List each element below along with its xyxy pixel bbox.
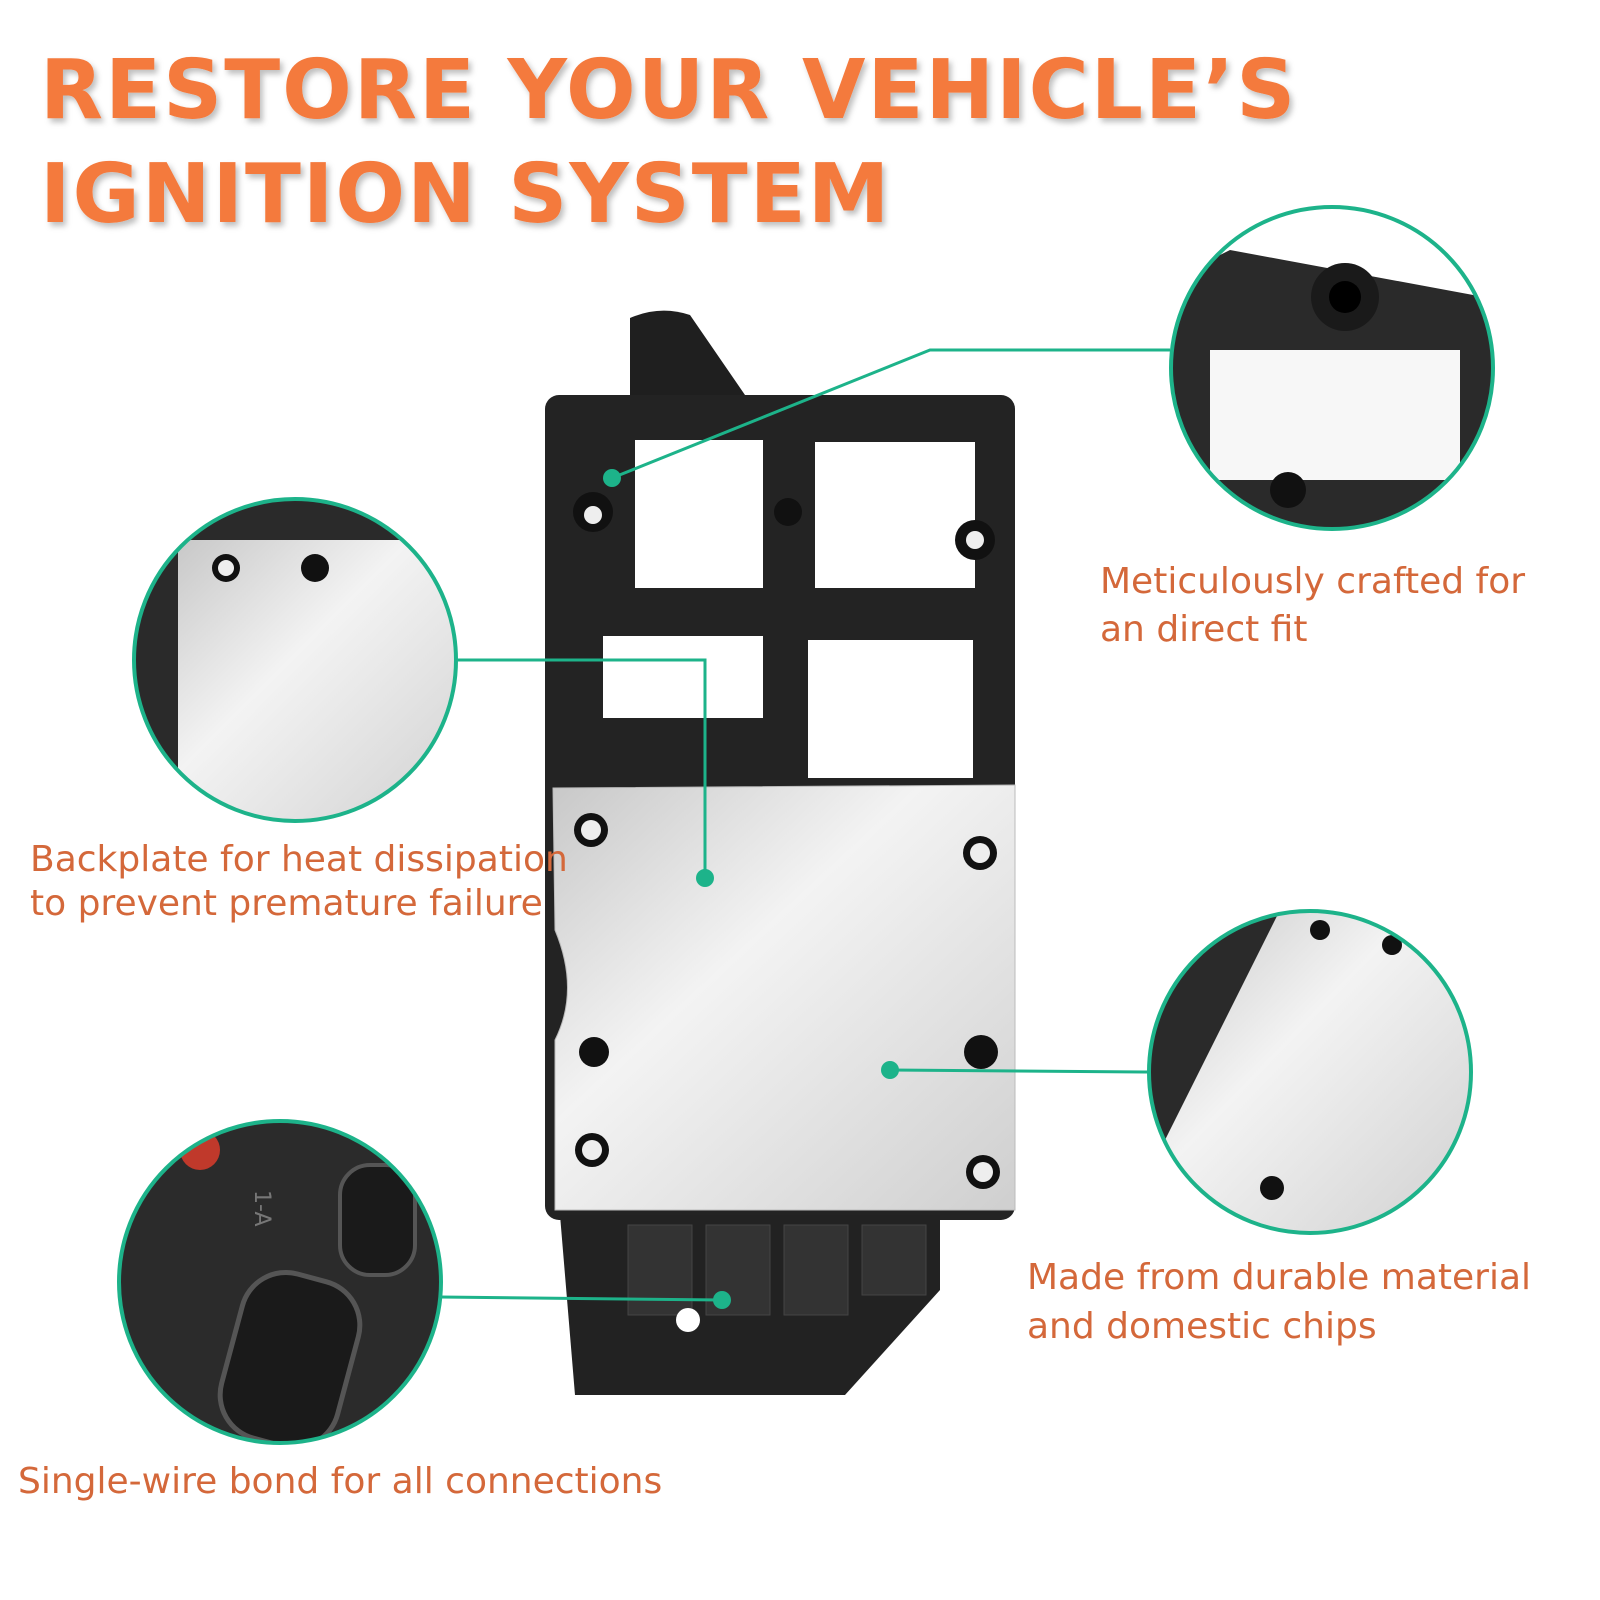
ignition-module-image [545, 310, 1016, 1395]
headline-line-2: IGNITION SYSTEM [40, 147, 891, 242]
caption-backplate-line-2: to prevent premature failure [30, 883, 543, 924]
detail-circle-connectors: 1-A [117, 1119, 443, 1445]
detail-circle-material [1147, 909, 1473, 1235]
connector-label: 1-A [249, 1190, 274, 1227]
caption-material-line-2: and domestic chips [1027, 1306, 1377, 1347]
caption-fit-line-1: Meticulously crafted for [1100, 561, 1525, 602]
detail-circle-frame [1169, 205, 1495, 531]
leader-lines [439, 348, 1170, 1302]
detail-circle-backplate [132, 497, 458, 823]
headline-line-1: RESTORE YOUR VEHICLE’S [40, 43, 1297, 138]
caption-connections: Single-wire bond for all connections [18, 1461, 662, 1502]
caption-fit-line-2: an direct fit [1100, 609, 1307, 650]
caption-material-line-1: Made from durable material [1027, 1257, 1531, 1298]
caption-backplate-line-1: Backplate for heat dissipation [30, 839, 568, 880]
callout-dots [603, 469, 899, 1309]
